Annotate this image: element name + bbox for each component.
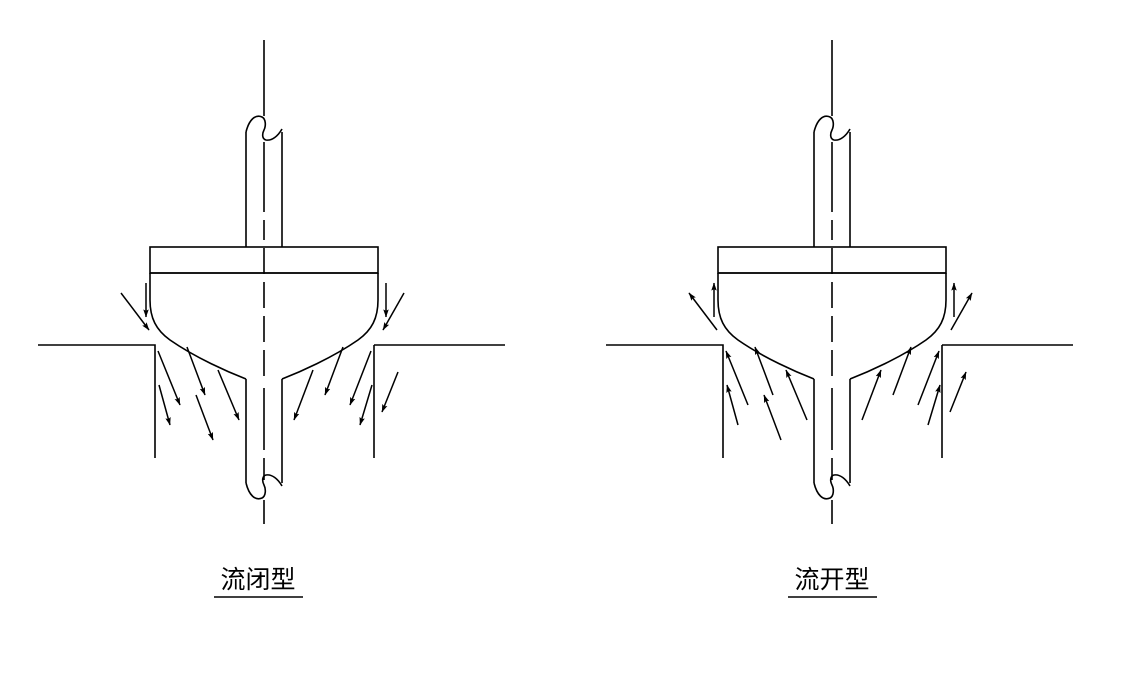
caption-flow-to-open: 流开型	[794, 565, 869, 594]
valve-stem-upper-left	[245, 115, 283, 247]
valve-stem-lower-right	[813, 379, 851, 500]
valve-stem-lower-left	[245, 379, 283, 500]
flow-arrows-right	[688, 282, 973, 441]
caption-flow-to-close: 流闭型	[220, 565, 295, 594]
valve-seat-right	[606, 344, 1073, 458]
valve-stem-upper-right	[813, 115, 851, 247]
caption-left-group: 流闭型	[214, 565, 303, 598]
valve-seat-left	[38, 344, 505, 458]
diagram-flow-to-close: 流闭型	[38, 40, 505, 598]
caption-right-group: 流开型	[788, 565, 877, 598]
flow-arrows-left	[120, 283, 405, 441]
valve-plug-left	[149, 273, 379, 380]
valve-plug-right	[717, 273, 947, 380]
diagram-flow-to-open: 流开型	[606, 40, 1073, 598]
